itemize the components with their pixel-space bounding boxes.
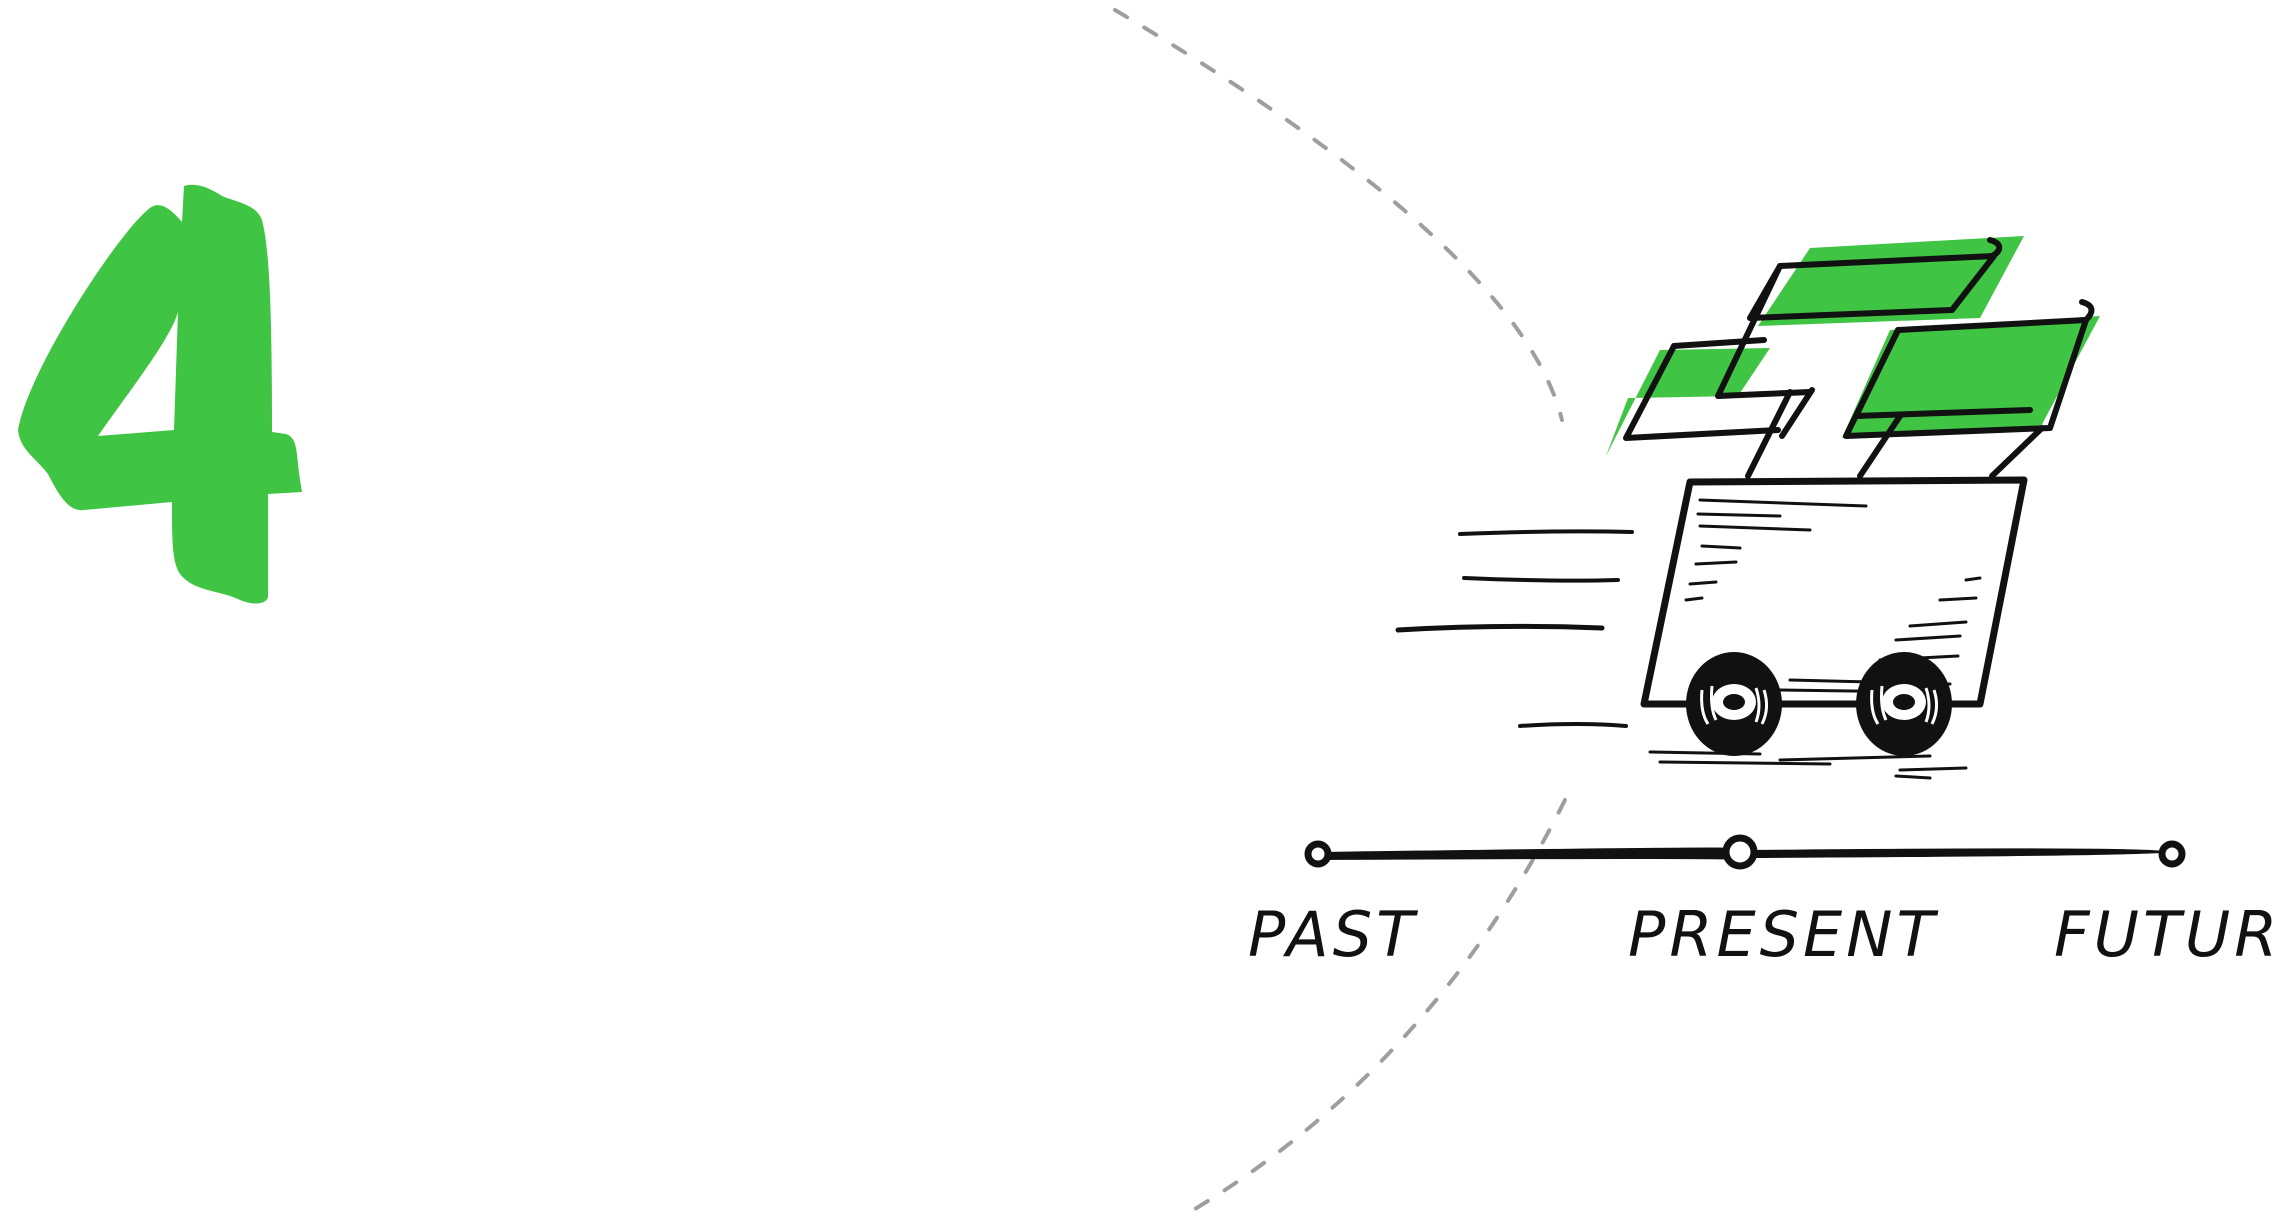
cart-with-flags-icon — [1606, 236, 2100, 780]
timeline-marker-future — [2158, 840, 2186, 868]
cart-wheel-right — [1856, 652, 1952, 756]
timeline: PAST PRESENT FUTURE — [1248, 834, 2280, 971]
timeline-label-future: FUTURE — [2054, 898, 2280, 971]
timeline-label-present: PRESENT — [1628, 898, 1939, 971]
dashed-arc-divider — [1113, 8, 1567, 1217]
cart-wheel-left — [1686, 652, 1782, 756]
timeline-marker-past — [1304, 840, 1332, 868]
timeline-marker-present — [1722, 834, 1758, 870]
step-number-glyph — [18, 184, 302, 604]
timeline-label-past: PAST — [1248, 898, 1418, 971]
speed-lines — [1395, 529, 1634, 728]
